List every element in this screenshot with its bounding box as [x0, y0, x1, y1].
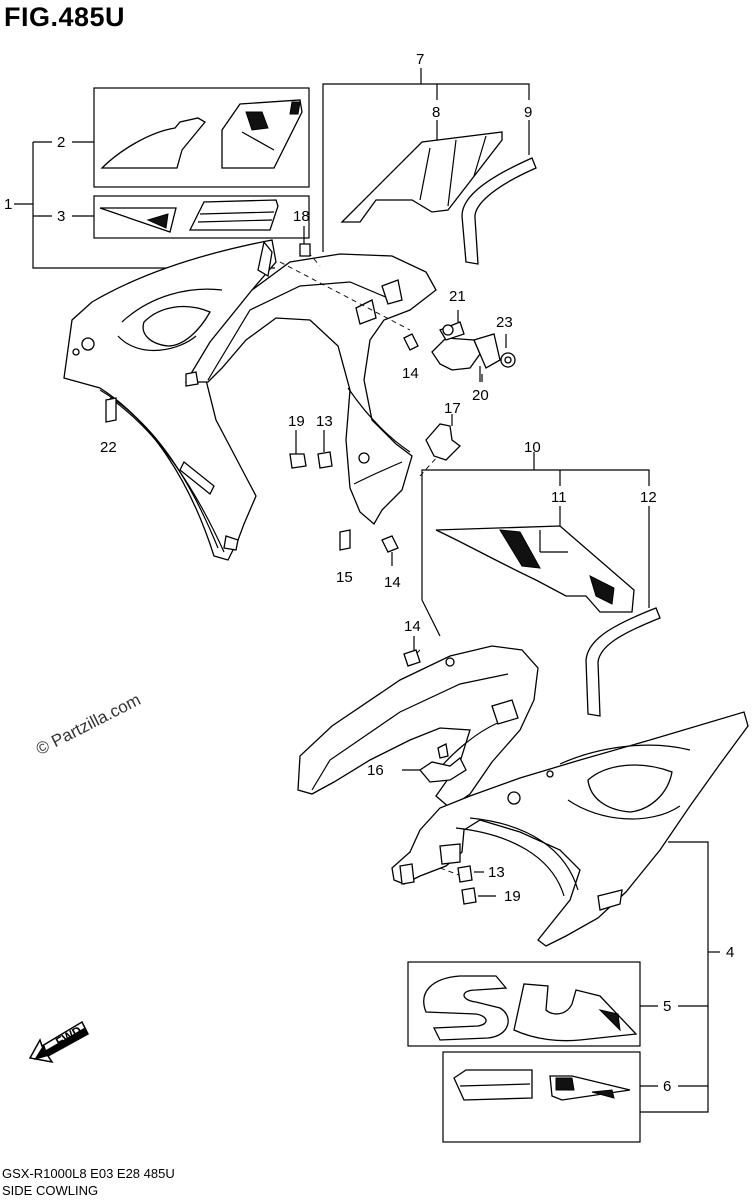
section-name: SIDE COWLING [2, 1183, 99, 1198]
screw-18 [299, 226, 311, 257]
washer-13-lower [457, 865, 484, 883]
decal-set-3-box [93, 195, 310, 239]
callout-14-upper: 14 [402, 365, 419, 382]
screw-14-upper [403, 333, 419, 351]
inner-panel-upper [184, 253, 437, 526]
callout-20: 20 [472, 387, 489, 404]
lower-side-cowling [391, 711, 749, 947]
callout-8: 8 [432, 104, 440, 121]
forward-arrow-icon: FWD [28, 1020, 89, 1064]
screw-19-upper [289, 430, 307, 469]
callout-9: 9 [524, 104, 532, 121]
washer-13-upper [317, 430, 333, 469]
bracket-20 [431, 333, 501, 382]
decal-set-5-box [407, 961, 641, 1047]
upper-side-cowling [63, 239, 277, 561]
rubber-patch-15 [339, 529, 351, 551]
bracket-16 [402, 743, 467, 783]
callout-6: 6 [663, 1078, 671, 1095]
callout-12: 12 [640, 489, 657, 506]
callout-23: 23 [496, 314, 513, 331]
callout-1: 1 [4, 196, 12, 213]
figure-title: FIG.485U [4, 2, 126, 32]
callout-3: 3 [57, 208, 65, 225]
callout-numbers: 1 2 3 7 8 9 18 21 23 14 20 17 19 13 22 1… [4, 51, 734, 1095]
bracket-group-4 [640, 841, 720, 1113]
callout-4: 4 [726, 944, 734, 961]
bolt-21 [439, 310, 465, 341]
callout-15: 15 [336, 569, 353, 586]
screw-19-lower [461, 887, 496, 905]
bracket-group-7 [322, 68, 530, 252]
trim-strip-9 [461, 157, 537, 265]
nut-23 [500, 334, 516, 368]
rubber-patch-22 [105, 397, 117, 423]
callout-2: 2 [57, 134, 65, 151]
callout-18: 18 [293, 208, 310, 225]
screw-14-middle [381, 535, 399, 566]
callout-19-upper: 19 [288, 413, 305, 430]
callout-22: 22 [100, 439, 117, 456]
decal-8 [340, 131, 503, 223]
inner-panel-lower [297, 645, 539, 809]
callout-7: 7 [416, 51, 424, 68]
trim-strip-12 [585, 607, 661, 717]
callout-11: 11 [551, 489, 567, 506]
callout-19-lower: 19 [504, 888, 521, 905]
bracket-17 [425, 414, 461, 461]
callout-5: 5 [663, 998, 671, 1015]
decal-set-2-box [93, 87, 310, 188]
model-code: GSX-R1000L8 E03 E28 485U [2, 1166, 175, 1181]
callout-13-lower: 13 [488, 864, 505, 881]
screw-14-lower [403, 636, 421, 667]
callout-17: 17 [444, 400, 461, 417]
decal-set-6-box [442, 1051, 641, 1143]
callout-13-upper: 13 [316, 413, 333, 430]
callout-10: 10 [524, 439, 541, 456]
callout-14-middle: 14 [384, 574, 401, 591]
callout-14-lower: 14 [404, 618, 421, 635]
callout-16: 16 [367, 762, 384, 779]
callout-21: 21 [449, 288, 466, 305]
decal-11 [435, 525, 635, 613]
leader-lines [481, 374, 483, 382]
